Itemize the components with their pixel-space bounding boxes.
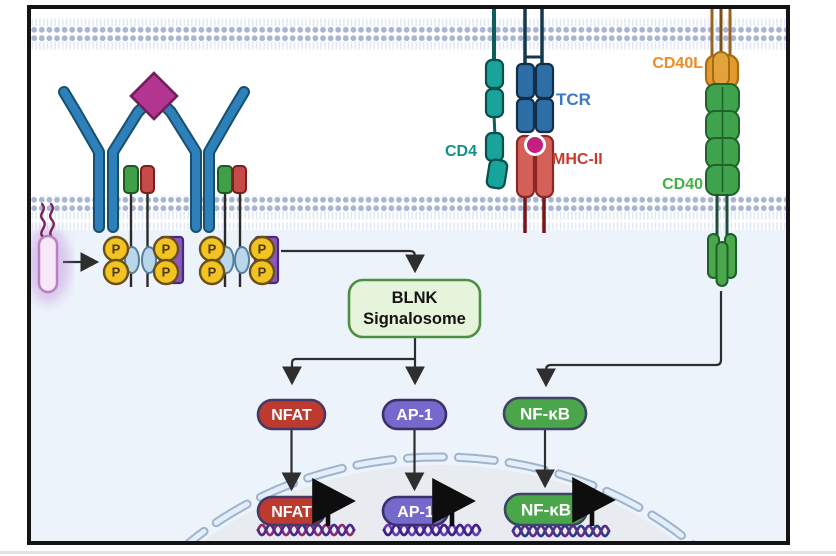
blnk-line1: BLNK bbox=[392, 289, 438, 307]
mhc2-label: MHC-II bbox=[552, 151, 603, 168]
t-cell-membrane bbox=[29, 15, 788, 50]
dna-helix-nfkb bbox=[511, 524, 611, 538]
itam-oval bbox=[124, 246, 140, 274]
phospho-label: P bbox=[258, 242, 267, 257]
mhc2-receptor bbox=[515, 134, 555, 233]
svg-text:NFAT: NFAT bbox=[271, 407, 312, 424]
cd40-cytoplasmic-tail bbox=[715, 241, 729, 287]
svg-text:NF-κB: NF-κB bbox=[521, 501, 571, 520]
itam-oval bbox=[141, 246, 157, 274]
nfkb-pill-nuclear: NF-κB bbox=[503, 492, 589, 527]
svg-text:AP-1: AP-1 bbox=[396, 407, 433, 424]
svg-text:AP-1: AP-1 bbox=[397, 504, 434, 521]
ap1-pill: AP-1 bbox=[381, 398, 448, 431]
ig-beta-box bbox=[140, 165, 155, 194]
itam-oval bbox=[234, 246, 250, 274]
phospho-group: P P P P P P P P bbox=[102, 235, 276, 286]
cd40-label: CD40 bbox=[662, 176, 703, 193]
transcription-arrow-nfat bbox=[312, 478, 356, 526]
transcription-arrow-nfkb bbox=[572, 477, 616, 526]
nfat-pill: NFAT bbox=[256, 398, 327, 431]
b-cell-membrane bbox=[29, 195, 788, 230]
phospho-label: P bbox=[208, 265, 217, 280]
antigen-diamond bbox=[129, 71, 179, 121]
phospho-label: P bbox=[258, 265, 267, 280]
bcr-complex: P P P P P P P P bbox=[58, 71, 280, 287]
blnk-line2: Signalosome bbox=[363, 310, 466, 328]
blnk-signalosome-box: BLNK Signalosome bbox=[347, 278, 482, 339]
arrow-itam-to-blnk bbox=[281, 249, 425, 274]
arrow-blnk-to-nfat bbox=[282, 357, 415, 386]
cd4-receptor bbox=[484, 7, 509, 190]
figure-frame bbox=[27, 5, 790, 545]
dna-helix-nfat bbox=[256, 523, 356, 537]
dna-helix-ap1 bbox=[382, 523, 482, 537]
svg-text:NF-κB: NF-κB bbox=[520, 405, 570, 424]
phospho-label: P bbox=[208, 242, 217, 257]
cd40-receptor bbox=[705, 83, 740, 287]
phospho-label: P bbox=[112, 265, 121, 280]
ig-alpha-box bbox=[123, 165, 139, 194]
cd4-label: CD4 bbox=[445, 143, 477, 160]
transcription-arrow-ap1 bbox=[432, 478, 476, 526]
cd40l-label: CD40L bbox=[652, 55, 703, 72]
rod-squiggle bbox=[39, 202, 46, 239]
phospho-label: P bbox=[162, 242, 171, 257]
phospho-label: P bbox=[112, 242, 121, 257]
svg-text:NFAT: NFAT bbox=[271, 504, 312, 521]
page-edge-line bbox=[0, 551, 836, 554]
tcr-label: TCR bbox=[556, 90, 591, 109]
tcr-receptor bbox=[515, 7, 555, 134]
ig-beta-box bbox=[232, 165, 247, 194]
rod-squiggle bbox=[48, 202, 55, 239]
cd40l-ligand bbox=[704, 7, 740, 90]
arrow-cd40-to-nfkb bbox=[536, 291, 723, 388]
ap1-pill-nuclear: AP-1 bbox=[381, 495, 450, 527]
nfkb-pill: NF-κB bbox=[502, 396, 588, 431]
nfat-pill-nuclear: NFAT bbox=[256, 495, 327, 527]
phospho-label: P bbox=[162, 265, 171, 280]
peptide-antigen bbox=[524, 134, 546, 156]
kinase-rod bbox=[29, 202, 70, 303]
ig-alpha-box bbox=[217, 165, 233, 194]
